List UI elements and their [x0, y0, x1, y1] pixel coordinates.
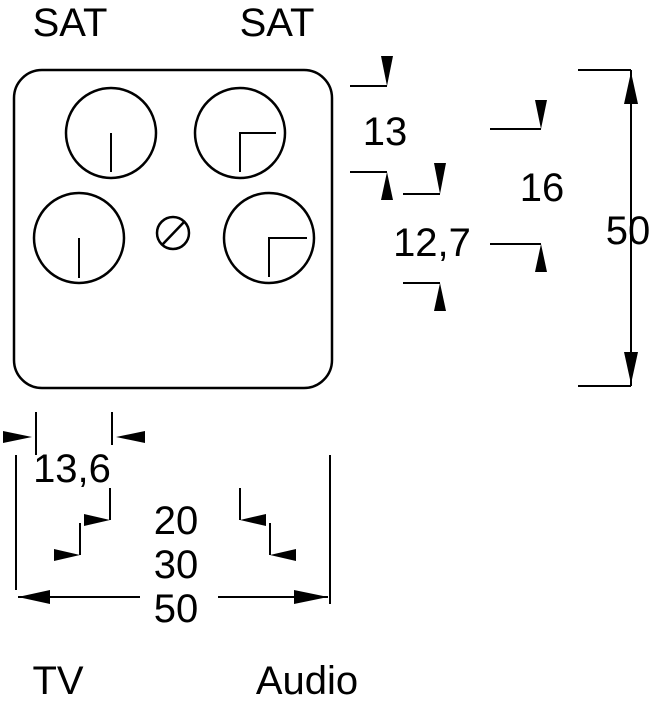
dim-50-horizontal: 50	[154, 587, 199, 631]
socket-top-left	[64, 86, 158, 180]
cover-plate	[12, 68, 334, 390]
label-sat-left: SAT	[33, 1, 108, 45]
dim-13: 13	[363, 110, 408, 154]
dim-16: 16	[520, 166, 565, 210]
dim-13-6: 13,6	[33, 447, 111, 491]
socket-bottom-right	[222, 191, 316, 285]
dimension-arrows-right	[350, 56, 638, 387]
dim-20: 20	[154, 499, 199, 543]
socket-bottom-left	[32, 191, 126, 285]
center-screw-icon	[155, 215, 191, 251]
dim-12-7: 12,7	[393, 221, 471, 265]
label-audio: Audio	[256, 659, 358, 700]
dim-30: 30	[154, 543, 199, 587]
label-tv: TV	[32, 659, 83, 700]
dimension-arrows-bottom	[3, 412, 331, 604]
socket-top-right	[193, 86, 287, 180]
dim-50-vertical: 50	[606, 209, 651, 253]
label-sat-right: SAT	[240, 1, 315, 45]
